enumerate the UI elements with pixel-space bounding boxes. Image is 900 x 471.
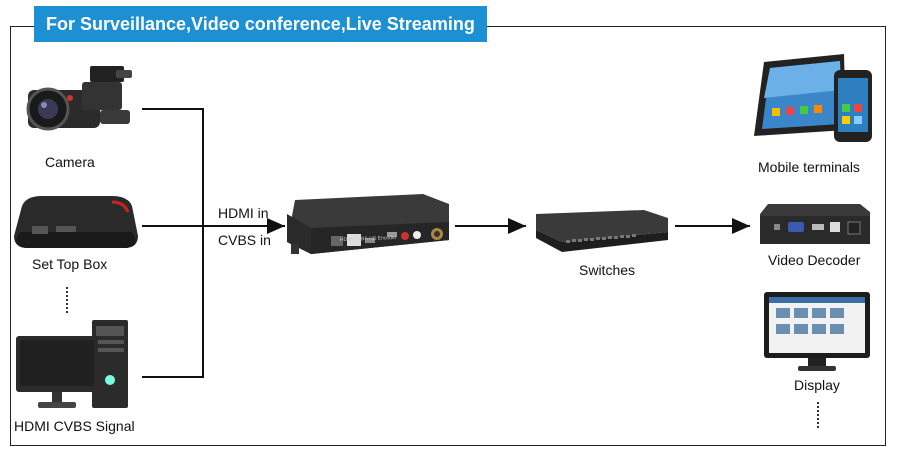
- switch-icon: [536, 210, 668, 252]
- computer-icon: [16, 320, 128, 408]
- display-icon: [764, 292, 870, 371]
- label-pc: HDMI CVBS Signal: [14, 418, 135, 434]
- wire-pc: [142, 225, 204, 378]
- more-sources-ellipsis: [66, 287, 68, 313]
- label-camera: Camera: [45, 154, 95, 170]
- video-decoder-icon: [760, 204, 870, 244]
- camera-icon: [26, 66, 132, 131]
- label-video-decoder: Video Decoder: [768, 252, 861, 268]
- wire-camera: [142, 108, 204, 225]
- encoder-icon: [287, 194, 449, 254]
- banner-title: For Surveillance,Video conference,Live S…: [34, 6, 487, 42]
- mobile-terminals-icon: [754, 54, 872, 142]
- label-switches: Switches: [579, 262, 636, 278]
- label-hdmi-in: HDMI in: [218, 205, 269, 221]
- more-outputs-ellipsis: [817, 402, 819, 428]
- label-set-top-box: Set Top Box: [32, 256, 108, 272]
- set-top-box-icon: [14, 196, 138, 248]
- label-display: Display: [794, 377, 840, 393]
- label-mobile-terminals: Mobile terminals: [758, 159, 860, 175]
- label-cvbs-in: CVBS in: [218, 232, 271, 248]
